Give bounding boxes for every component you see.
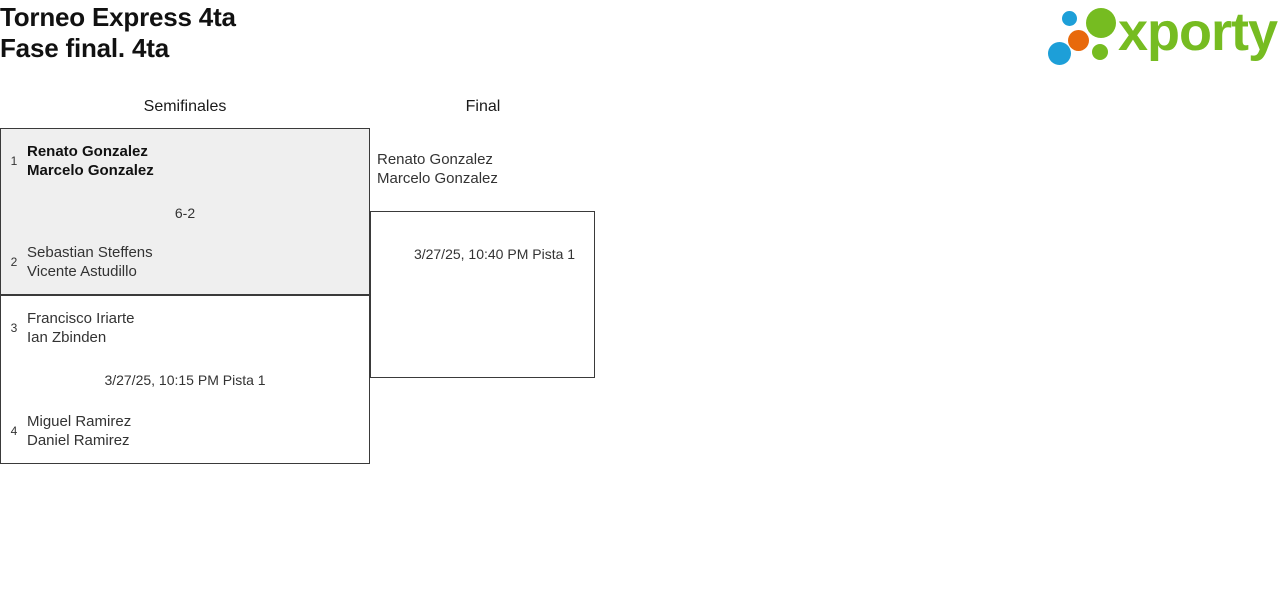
player-name: Daniel Ramirez — [27, 432, 130, 449]
page-header: Torneo Express 4ta Fase final. 4ta xport… — [0, 0, 1280, 80]
player-name: Sebastian Steffens — [27, 244, 153, 261]
team-players: Miguel Ramirez Daniel Ramirez — [27, 412, 369, 450]
match-final[interactable]: 3/27/25, 10:40 PM Pista 1 — [370, 211, 595, 378]
match-team-top[interactable]: 1 Renato Gonzalez Marcelo Gonzalez — [1, 138, 369, 184]
logo-dots-icon — [1048, 6, 1124, 65]
tournament-phase: Fase final. 4ta — [0, 33, 169, 63]
player-name: Ian Zbinden — [27, 329, 107, 346]
match-score: 6-2 — [174, 205, 196, 221]
round-heading-final: Final — [465, 98, 501, 115]
match-semifinal-2[interactable]: 3 Francisco Iriarte Ian Zbinden 3/27/25,… — [0, 295, 370, 464]
final-team-top[interactable]: Renato Gonzalez Marcelo Gonzalez — [377, 150, 593, 188]
match-team-bottom[interactable]: 2 Sebastian Steffens Vicente Astudillo — [1, 239, 369, 285]
team-players: Francisco Iriarte Ian Zbinden — [27, 309, 369, 347]
match-semifinal-1[interactable]: 1 Renato Gonzalez Marcelo Gonzalez 6-2 2… — [0, 128, 370, 295]
match-schedule: 3/27/25, 10:15 PM Pista 1 — [104, 372, 266, 388]
team-players: Sebastian Steffens Vicente Astudillo — [27, 243, 369, 281]
logo-dot-orange — [1068, 30, 1089, 51]
player-name: Marcelo Gonzalez — [27, 162, 154, 179]
team-seed: 3 — [10, 321, 18, 335]
player-name: Francisco Iriarte — [27, 310, 135, 327]
team-seed: 2 — [10, 255, 18, 269]
player-name: Miguel Ramirez — [27, 413, 132, 430]
logo-dot-blue-small — [1062, 11, 1077, 26]
team-seed: 1 — [10, 154, 18, 168]
match-team-bottom[interactable]: 4 Miguel Ramirez Daniel Ramirez — [1, 408, 369, 454]
logo-dot-green-small — [1092, 44, 1108, 60]
logo-wordmark: xporty — [1118, 2, 1278, 62]
logo-dot-blue-large — [1048, 42, 1071, 65]
match-schedule: 3/27/25, 10:40 PM Pista 1 — [413, 246, 576, 262]
player-name: Renato Gonzalez — [27, 143, 148, 160]
tournament-title: Torneo Express 4ta Fase final. 4ta — [0, 2, 236, 64]
player-name: Renato Gonzalez — [377, 151, 493, 168]
tournament-name: Torneo Express 4ta — [0, 2, 236, 32]
xporty-logo[interactable]: xporty — [1044, 2, 1278, 65]
round-heading-semifinals: Semifinales — [143, 98, 227, 115]
player-name: Marcelo Gonzalez — [377, 170, 498, 187]
logo-dot-green-large — [1086, 8, 1116, 38]
match-team-top[interactable]: 3 Francisco Iriarte Ian Zbinden — [1, 305, 369, 351]
team-seed: 4 — [10, 424, 18, 438]
player-name: Vicente Astudillo — [27, 263, 137, 280]
team-players: Renato Gonzalez Marcelo Gonzalez — [27, 142, 369, 180]
